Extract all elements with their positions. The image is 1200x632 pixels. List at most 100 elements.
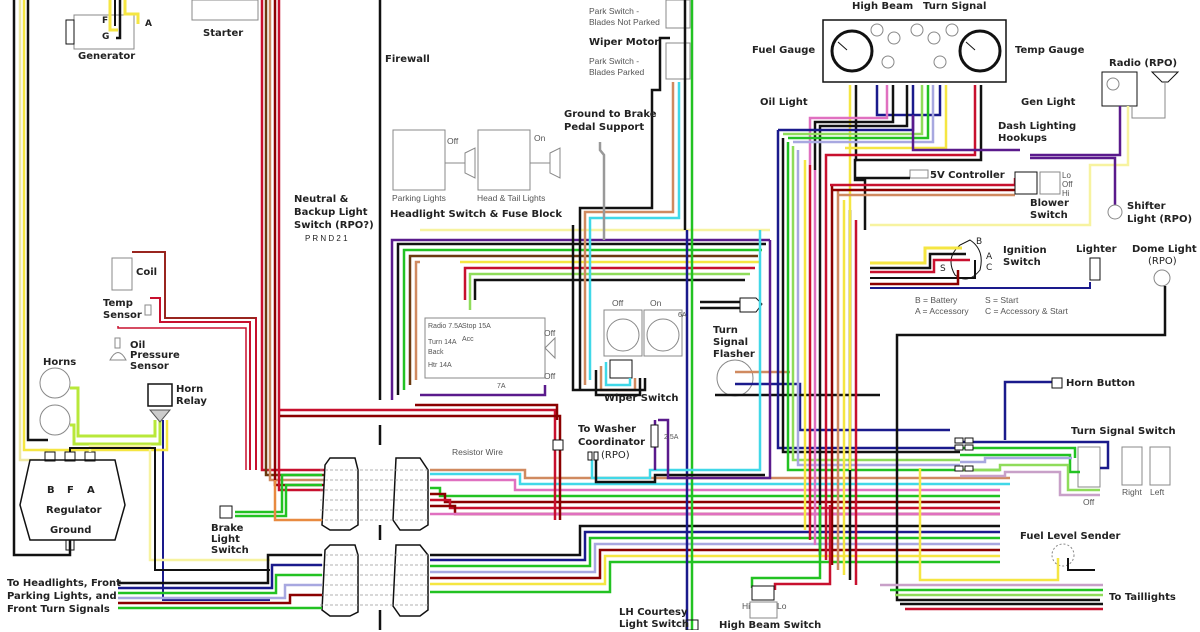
taillights-label: To Taillights — [1109, 592, 1176, 603]
radio-symbol — [870, 71, 1180, 227]
ground-brake-label-2: Pedal Support — [564, 122, 645, 133]
horns-symbol — [39, 367, 270, 601]
starter-symbol — [191, 0, 259, 21]
lighter-label: Lighter — [1076, 244, 1117, 255]
dash-lighting-label-2: Hookups — [998, 133, 1047, 144]
ignition-terminal-a: A — [986, 252, 993, 262]
hl-switch-off-label: Off — [447, 136, 459, 146]
horn-relay-label-1: Horn — [176, 384, 204, 395]
wiper-switch-on-label: On — [650, 298, 662, 308]
fuse-block-state-bottom: Off — [544, 371, 556, 381]
gen-light-label: Gen Light — [1021, 97, 1076, 108]
front-lights-label-1: To Headlights, Front — [7, 578, 121, 589]
oil-sensor-label-2: Pressure — [130, 350, 180, 361]
washer-coordinator-symbol — [587, 230, 772, 484]
wiper-switch-label: Wiper Switch — [604, 393, 679, 404]
fuse-acc: Acc — [462, 336, 474, 343]
regulator-label: Regulator — [46, 505, 102, 516]
wiper-motor-symbol — [578, 0, 694, 630]
brake-switch-label-1: Brake — [211, 523, 244, 534]
brake-switch-wires — [219, 473, 322, 522]
bulkhead-connectors — [321, 457, 429, 617]
temp-sensor-label-1: Temp — [103, 298, 133, 309]
washer-label-3: (RPO) — [601, 450, 630, 461]
cluster-wires — [778, 85, 1020, 470]
blower-hi-label: Hi — [1062, 189, 1070, 198]
shifter-light-label-1: Shifter — [1127, 201, 1166, 212]
hl-switch-on-label: On — [534, 133, 546, 143]
wiper-switch-off-label: Off — [612, 298, 624, 308]
flasher-label-3: Flasher — [713, 349, 755, 360]
brake-switch-label-3: Switch — [211, 545, 249, 556]
oil-light-label: Oil Light — [760, 97, 808, 108]
fuse-turn: Turn 14A — [428, 339, 457, 346]
firewall-label: Firewall — [385, 54, 430, 65]
horn-button-label: Horn Button — [1066, 378, 1136, 389]
head-tail-lights-label: Head & Tail Lights — [477, 193, 546, 203]
ignition-switch-symbol — [870, 239, 1101, 289]
temp-sensor-label-2: Sensor — [103, 310, 142, 321]
neutral-switch-gears: P R N D 2 1 — [305, 234, 348, 243]
fuse-block-wires — [390, 228, 770, 420]
oil-sensor-label-1: Oil — [130, 340, 146, 351]
park-switch-parked-2: Blades Parked — [589, 67, 645, 77]
fuse-back: Back — [428, 349, 444, 356]
fuel-level-sender-label: Fuel Level Sender — [1020, 531, 1121, 542]
ignition-legend-b: B = Battery — [915, 295, 958, 305]
fuse-htr: Htr 14A — [428, 362, 452, 369]
regulator-terminal-f: F — [67, 485, 74, 496]
park-switch-not-parked-1: Park Switch - — [589, 6, 640, 16]
generator-terminal-f: F — [102, 16, 109, 26]
taillight-wires — [880, 583, 1103, 611]
ignition-terminal-s: S — [940, 264, 946, 274]
wiper-switch-symbol — [603, 309, 683, 379]
flasher-label-2: Signal — [713, 337, 749, 348]
high-beam-lo-label: Lo — [777, 601, 787, 611]
starter-label: Starter — [203, 28, 244, 39]
dash-lighting-label-1: Dash Lighting — [998, 121, 1077, 132]
under-dash-harness-lower — [430, 524, 1000, 594]
ignition-terminal-c: C — [986, 263, 993, 273]
washer-fuse-label: 2.5A — [664, 434, 679, 441]
turn-signal-left-label: Left — [1150, 487, 1165, 497]
fuse-block-state-top: Off — [544, 328, 556, 338]
fuse-radio: Radio 7.5A — [428, 323, 463, 330]
turn-signal-right-label: Right — [1122, 487, 1142, 497]
park-switch-parked-1: Park Switch - — [589, 56, 640, 66]
washer-label-2: Coordinator — [578, 437, 646, 448]
blower-lo-label: Lo — [1062, 171, 1071, 180]
lh-courtesy-label-1: LH Courtesy — [619, 607, 688, 618]
ignition-switch-label-2: Switch — [1003, 257, 1041, 268]
regulator-ground-label: Ground — [50, 525, 92, 536]
resistor-wire-label: Resistor Wire — [452, 447, 504, 457]
blower-off-label: Off — [1062, 180, 1073, 189]
horns-label: Horns — [43, 357, 77, 368]
fuse-7a: 7A — [497, 383, 506, 390]
front-lights-label-2: Parking Lights, and — [7, 591, 117, 602]
regulator-terminal-a: A — [87, 485, 95, 496]
generator-terminal-a: A — [145, 19, 152, 29]
dome-light-label-1: Dome Light — [1132, 244, 1197, 255]
washer-connector-wires — [280, 408, 564, 520]
temp-gauge-label: Temp Gauge — [1015, 45, 1085, 56]
neutral-switch-label-3: Switch (RPO?) — [294, 220, 374, 231]
cluster-high-beam-label: High Beam — [852, 1, 914, 12]
regulator-terminal-b: B — [47, 485, 55, 496]
coil-label: Coil — [136, 267, 158, 278]
cluster-turn-signal-label: Turn Signal — [923, 1, 987, 12]
park-switch-not-parked-2: Blades Not Parked — [589, 17, 660, 27]
turn-signal-switch-symbol — [954, 377, 1171, 497]
blower-switch-label-2: Switch — [1030, 210, 1068, 221]
generator-symbol — [65, 0, 140, 50]
turn-signal-off-label: Off — [1083, 497, 1095, 507]
high-beam-hi-label: Hi — [742, 601, 751, 611]
brake-switch-label-2: Light — [211, 534, 240, 545]
wiper-motor-label: Wiper Motor — [589, 37, 660, 48]
turn-signal-switch-label: Turn Signal Switch — [1071, 426, 1176, 437]
oil-sensor-label-3: Sensor — [130, 361, 169, 372]
dome-light-symbol — [895, 269, 1171, 602]
ignition-legend-s: S = Start — [985, 295, 1019, 305]
headlight-switch-diagram — [392, 129, 561, 379]
neutral-switch-label-1: Neutral & — [294, 194, 349, 205]
shifter-light-label-2: Light (RPO) — [1127, 214, 1193, 225]
